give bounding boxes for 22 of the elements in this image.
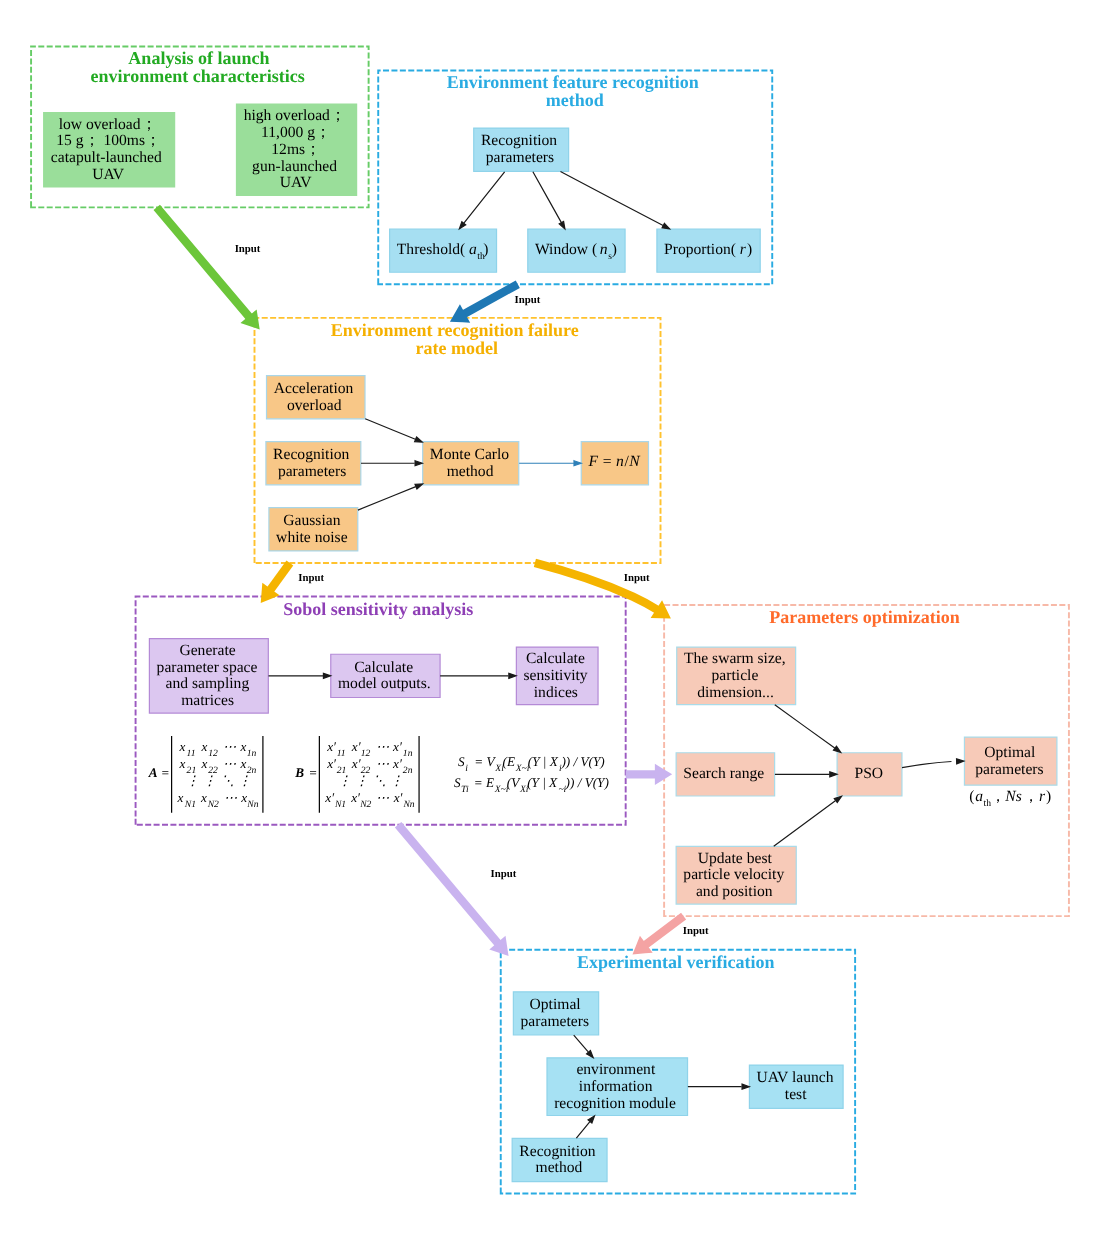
arrow bbox=[260, 560, 294, 604]
arrow bbox=[394, 822, 509, 956]
arrow bbox=[357, 483, 425, 511]
arrow bbox=[774, 771, 839, 778]
arrow bbox=[573, 1034, 595, 1059]
arrow bbox=[632, 912, 687, 955]
arrow bbox=[439, 672, 518, 680]
arrow bbox=[532, 171, 566, 231]
arrow bbox=[773, 795, 844, 847]
arrow bbox=[575, 1114, 596, 1139]
arrow bbox=[518, 459, 584, 467]
arrow bbox=[449, 280, 520, 323]
arrow bbox=[458, 171, 506, 231]
arrow bbox=[901, 758, 966, 769]
arrow bbox=[364, 418, 424, 443]
arrow bbox=[360, 459, 425, 467]
arrow bbox=[559, 170, 672, 230]
arrow bbox=[687, 1083, 752, 1091]
arrow bbox=[625, 763, 673, 785]
arrow bbox=[153, 204, 260, 330]
arrow bbox=[774, 704, 843, 754]
arrow bbox=[267, 672, 333, 680]
